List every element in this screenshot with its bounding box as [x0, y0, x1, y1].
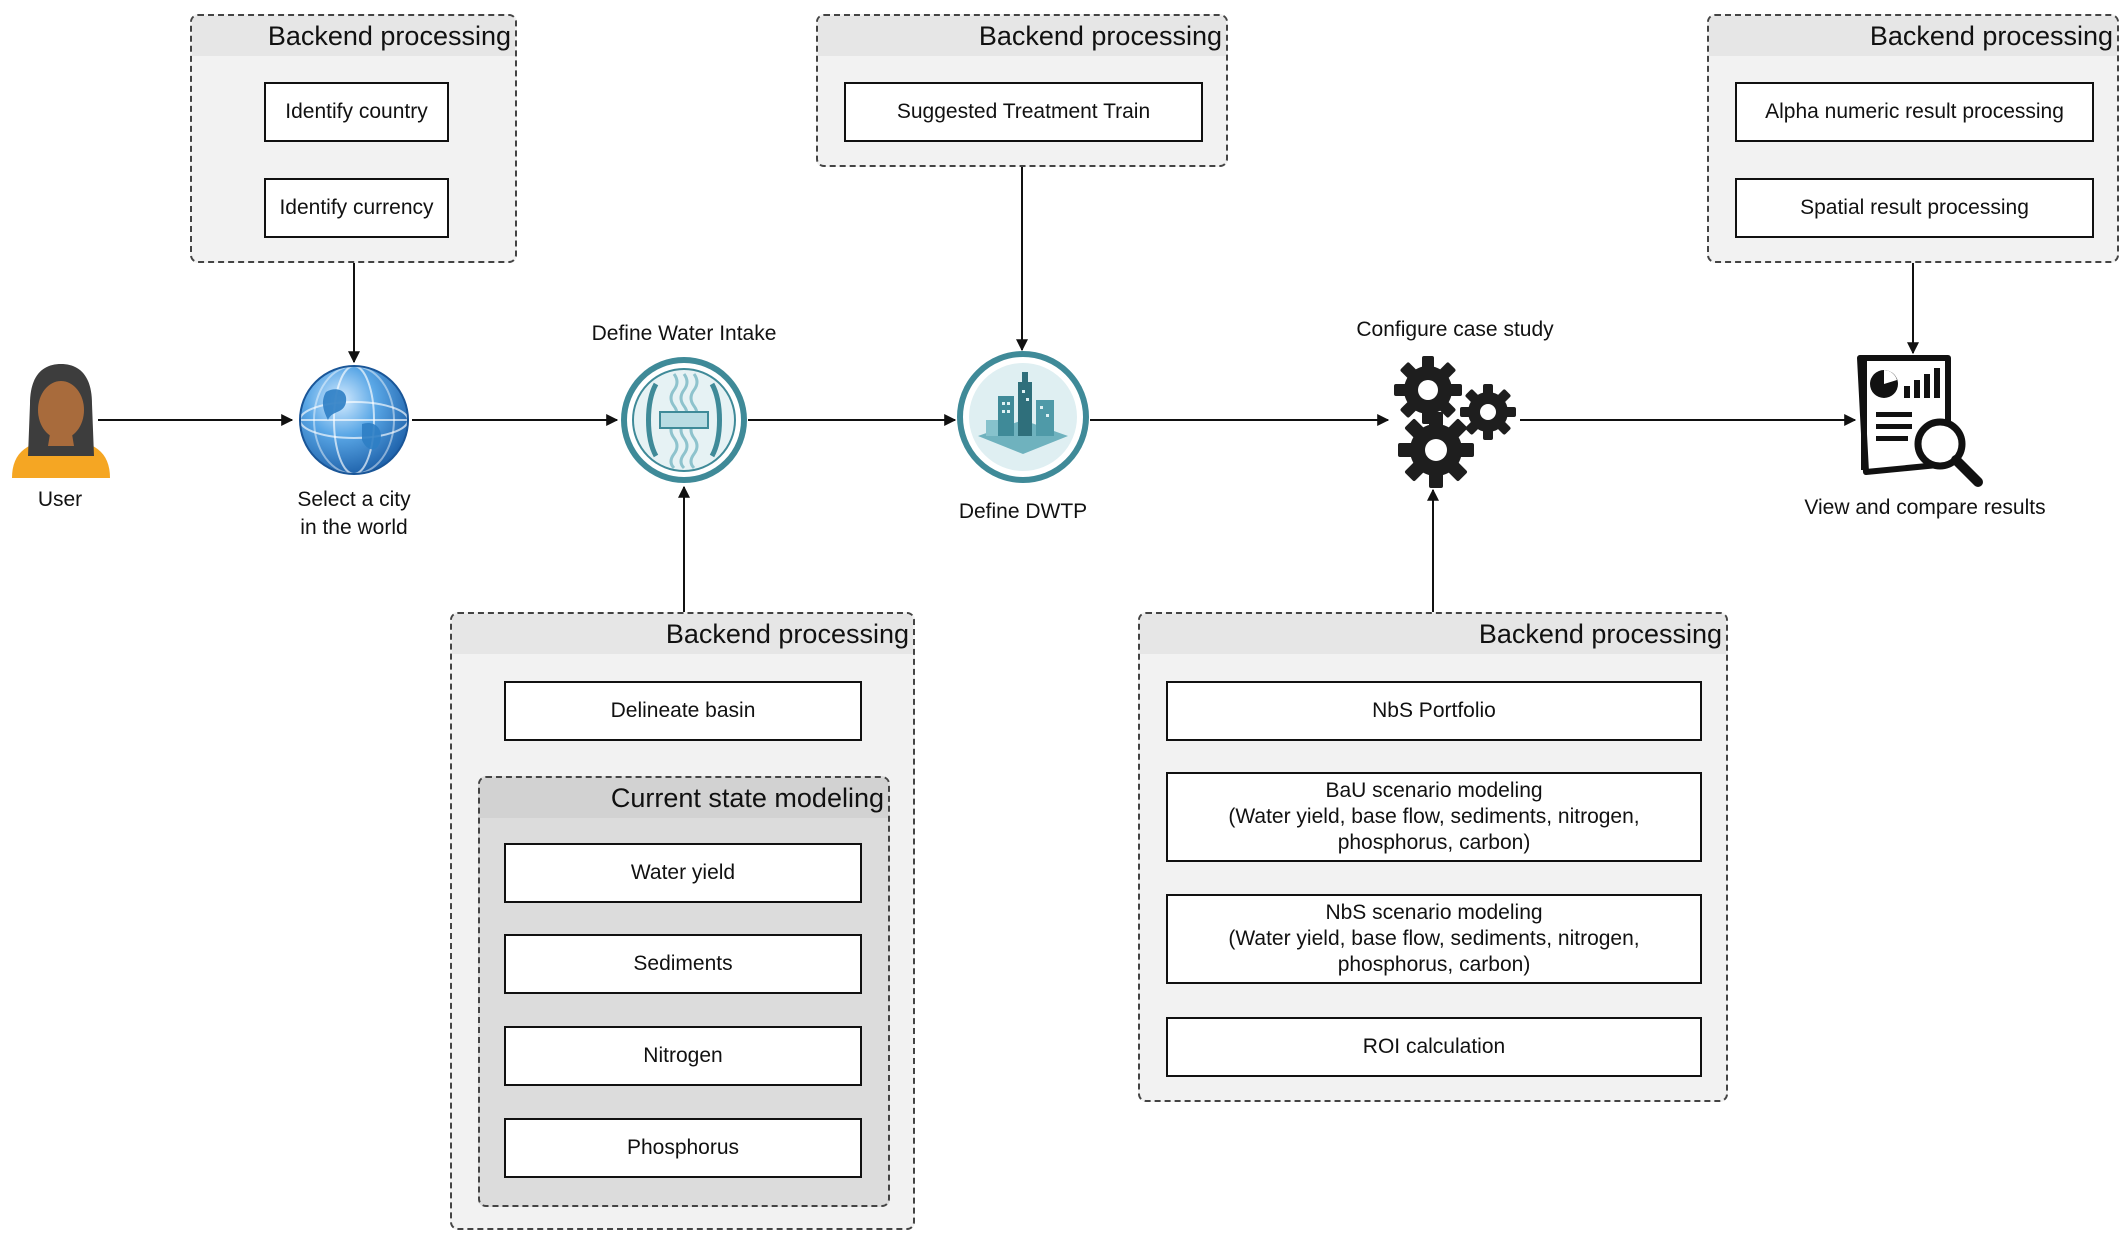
box-text: BaU scenario modeling (Water yield, base… [1228, 778, 1639, 856]
results-label: View and compare results [1804, 496, 2046, 519]
box-text: NbS scenario modeling (Water yield, base… [1228, 900, 1639, 978]
city-label: Select a city in the world [272, 486, 436, 542]
group-title: Backend processing [452, 614, 913, 654]
case-study-label: Configure case study [1356, 318, 1554, 341]
backend-group-country: Backend processing Identify country Iden… [190, 14, 517, 263]
backend-group-results: Backend processing Alpha numeric result … [1707, 14, 2119, 263]
box-line: NbS scenario modeling [1325, 901, 1543, 924]
report-magnifier-icon [1857, 355, 1983, 487]
current-state-modeling-group: Current state modeling Water yield Sedim… [478, 776, 890, 1207]
box-line: BaU scenario modeling [1325, 779, 1543, 802]
roi-calculation-box: ROI calculation [1166, 1017, 1702, 1077]
backend-group-basin: Backend processing Delineate basin Curre… [450, 612, 915, 1230]
identify-country-box: Identify country [264, 82, 449, 142]
bau-scenario-modeling-box: BaU scenario modeling (Water yield, base… [1166, 772, 1702, 862]
user-icon [12, 364, 110, 478]
nbs-scenario-modeling-box: NbS scenario modeling (Water yield, base… [1166, 894, 1702, 984]
delineate-basin-box: Delineate basin [504, 681, 862, 741]
box-line: phosphorus, carbon) [1337, 831, 1531, 854]
dwtp-label: Define DWTP [958, 500, 1088, 523]
alpha-numeric-result-processing-box: Alpha numeric result processing [1735, 82, 2094, 142]
nitrogen-box: Nitrogen [504, 1026, 862, 1086]
nbs-portfolio-box: NbS Portfolio [1166, 681, 1702, 741]
box-text: NbS Portfolio [1372, 698, 1496, 724]
suggested-treatment-train-box: Suggested Treatment Train [844, 82, 1203, 142]
group-title: Backend processing [192, 16, 515, 56]
subgroup-title: Current state modeling [480, 778, 888, 818]
group-title: Backend processing [818, 16, 1226, 56]
gears-icon [1394, 356, 1516, 488]
user-neck [48, 434, 74, 446]
water-intake-icon [621, 357, 747, 483]
globe-icon [299, 365, 409, 475]
intake-label: Define Water Intake [591, 322, 777, 345]
phosphorus-box: Phosphorus [504, 1118, 862, 1178]
city-label-line: in the world [300, 516, 408, 539]
backend-group-scenarios: Backend processing NbS Portfolio BaU sce… [1138, 612, 1728, 1102]
box-text: ROI calculation [1363, 1034, 1505, 1060]
user-face [38, 381, 84, 439]
box-line: phosphorus, carbon) [1337, 953, 1531, 976]
water-yield-box: Water yield [504, 843, 862, 903]
sediments-box: Sediments [504, 934, 862, 994]
group-title: Backend processing [1709, 16, 2117, 56]
box-line: (Water yield, base flow, sediments, nitr… [1228, 805, 1640, 828]
user-label: User [37, 488, 83, 511]
group-title: Backend processing [1140, 614, 1726, 654]
spatial-result-processing-box: Spatial result processing [1735, 178, 2094, 238]
box-line: ROI calculation [1362, 1035, 1506, 1058]
backend-group-treatment: Backend processing Suggested Treatment T… [816, 14, 1228, 167]
city-label-line: Select a city [297, 488, 411, 511]
box-line: (Water yield, base flow, sediments, nitr… [1228, 927, 1640, 950]
identify-currency-box: Identify currency [264, 178, 449, 238]
water-treatment-plant-icon [957, 351, 1089, 483]
box-line: NbS Portfolio [1372, 699, 1496, 722]
